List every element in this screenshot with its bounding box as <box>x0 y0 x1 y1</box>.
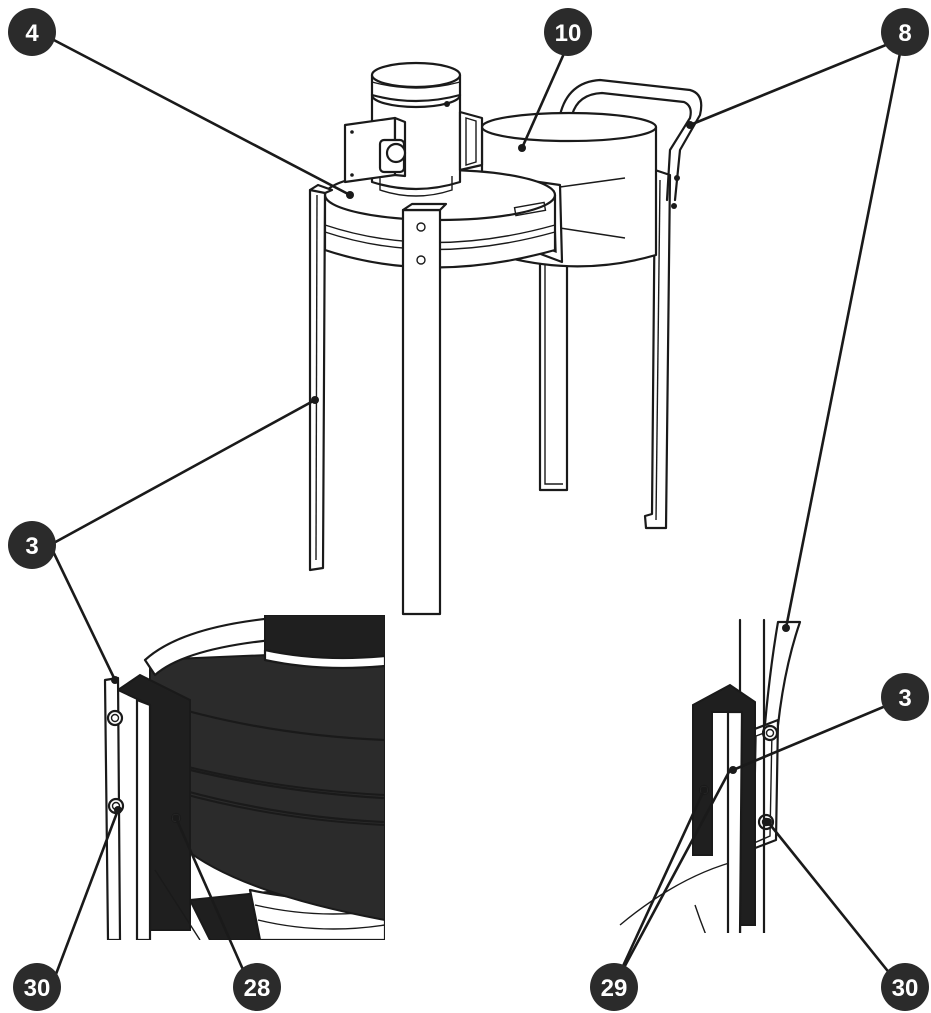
leader-8-top <box>689 36 904 127</box>
callout-3-left: 3 <box>8 521 56 569</box>
callout-30-left: 30 <box>13 963 61 1011</box>
callout-8: 8 <box>881 8 929 56</box>
callout-3-right-label: 3 <box>898 685 911 712</box>
leader-3-left-bottom <box>48 544 117 681</box>
callout-30-right-label: 30 <box>892 975 919 1002</box>
leader-4 <box>49 36 351 197</box>
main-assembly-illustration <box>308 61 703 616</box>
callout-4: 4 <box>8 8 56 56</box>
leader-10 <box>520 39 572 149</box>
callout-29: 29 <box>590 963 638 1011</box>
leader-30-left <box>48 809 120 991</box>
rear-leg <box>538 253 569 492</box>
left-leg <box>308 183 334 572</box>
leader-29-b <box>610 769 732 991</box>
callout-10-label: 10 <box>555 20 582 47</box>
leader-29-a <box>610 789 706 991</box>
callout-29-label: 29 <box>601 975 628 1002</box>
callout-30-left-label: 30 <box>24 975 51 1002</box>
leader-lines <box>48 36 905 991</box>
detail-right-illustration <box>619 618 802 933</box>
leader-28 <box>174 817 254 991</box>
switch-box <box>343 116 407 184</box>
callout-10: 10 <box>544 8 592 56</box>
callout-3-left-label: 3 <box>25 533 38 560</box>
callout-4-label: 4 <box>25 20 39 47</box>
callout-badges: 4 10 8 3 3 30 28 29 <box>8 8 929 1011</box>
detail-left-illustration <box>103 615 385 940</box>
callout-28: 28 <box>233 963 281 1011</box>
callout-28-label: 28 <box>244 975 271 1002</box>
leader-8-bottom <box>784 37 905 629</box>
leader-3-left-top <box>49 398 316 547</box>
leader-30-right <box>766 821 905 991</box>
leader-endpoints <box>111 121 790 826</box>
front-leg <box>401 202 448 616</box>
callout-30-right: 30 <box>881 963 929 1011</box>
leader-3-right <box>732 698 901 772</box>
callout-8-label: 8 <box>898 20 911 47</box>
callout-3-right: 3 <box>881 673 929 721</box>
right-leg <box>643 168 672 530</box>
handle <box>558 78 703 209</box>
